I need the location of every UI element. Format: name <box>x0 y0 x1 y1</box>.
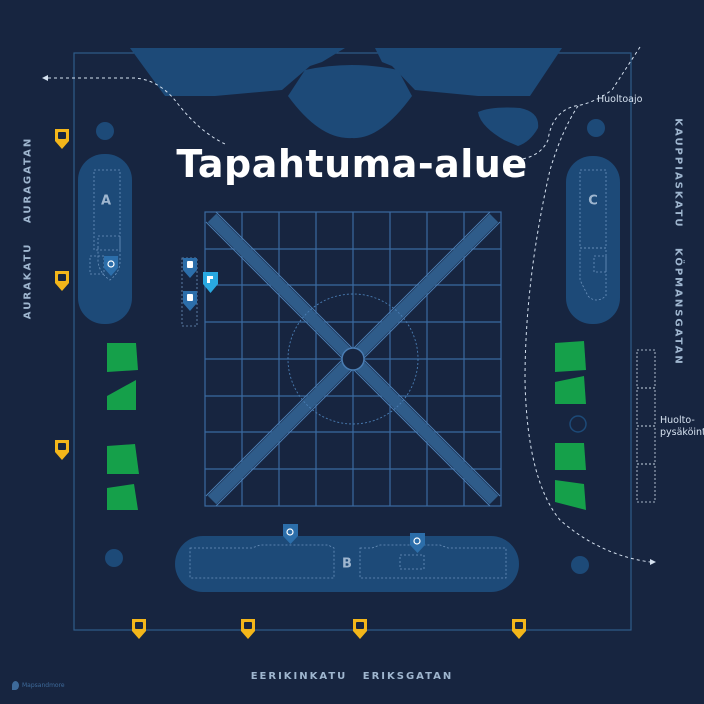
outline-marker <box>569 415 587 433</box>
wheelchair-icon <box>283 524 298 544</box>
bus-stop-icon <box>512 619 526 639</box>
bus-stop-icon <box>55 129 69 149</box>
service-parking-boxes <box>636 349 656 503</box>
brand-logo-icon <box>12 681 19 690</box>
toilet-icon <box>183 258 197 278</box>
service-routes <box>48 46 651 563</box>
street-label-left: AURAKATU AURAGATAN <box>22 136 34 320</box>
area-label-b: B <box>342 556 352 572</box>
zone-c <box>566 156 620 324</box>
top-stage <box>130 48 562 146</box>
street-label-right: KAUPPIASKATU KÖPMANSGATAN <box>672 118 684 366</box>
bus-stop-icon <box>55 271 69 291</box>
service-drive-label: Huoltoajo <box>597 94 643 105</box>
bus-stop-icons <box>55 129 526 639</box>
center-ring <box>287 293 419 425</box>
zone-a <box>78 154 132 324</box>
round-markers <box>96 119 605 574</box>
market-square-boundary <box>73 52 632 631</box>
arrow-right <box>650 559 656 565</box>
brand-mark: Mapsandmore <box>12 681 65 690</box>
area-label-c: C <box>588 193 598 209</box>
brand-name: Mapsandmore <box>22 682 65 689</box>
green-areas <box>107 341 586 510</box>
street-label-bottom: EERIKINKATU ERIKSGATAN <box>250 671 454 682</box>
area-label-a: A <box>100 193 112 209</box>
zone-b <box>175 536 519 592</box>
bus-stop-icon <box>132 619 146 639</box>
wheelchair-icon <box>410 533 425 553</box>
service-parking-label: Huolto- pysäköinti <box>660 415 704 438</box>
map-title: Tapahtuma-alue <box>176 142 528 186</box>
arrow-left <box>42 75 48 81</box>
wheelchair-icon <box>104 256 118 276</box>
bus-stop-icon <box>241 619 255 639</box>
center-fountain <box>341 347 365 371</box>
water-tap-icon <box>203 272 218 293</box>
bus-stop-icon <box>353 619 367 639</box>
bus-stop-icon <box>55 440 69 460</box>
toilet-icon <box>183 291 197 311</box>
